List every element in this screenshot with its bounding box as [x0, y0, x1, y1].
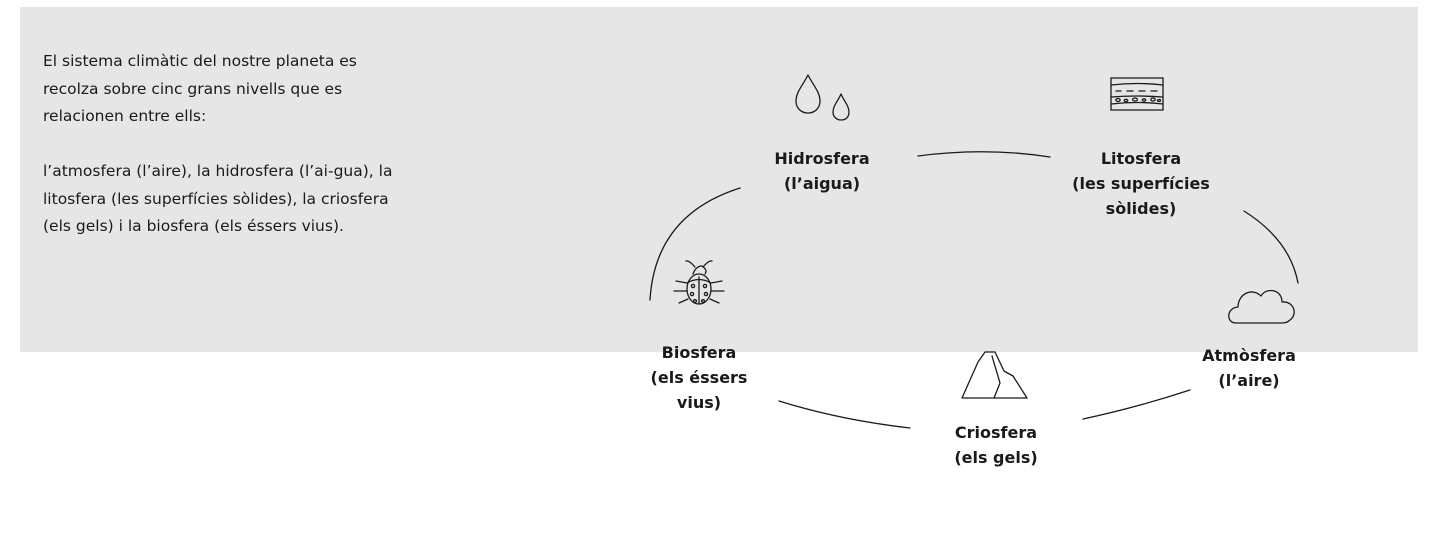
node-criosfera-name: Criosfera — [954, 423, 1038, 442]
ladybug-icon — [673, 260, 725, 305]
connector-criosfera-biosfera — [778, 400, 911, 429]
content-panel — [20, 7, 1418, 352]
iceberg-icon — [961, 351, 1028, 399]
node-biosfera: Biosfera (els éssers vius) — [651, 340, 748, 415]
node-hidrosfera: Hidrosfera (l’aigua) — [774, 146, 869, 196]
node-biosfera-desc-2: vius) — [676, 393, 722, 412]
node-litosfera-name: Litosfera — [1100, 149, 1182, 168]
node-litosfera-desc-2: sòlides) — [1105, 199, 1177, 218]
node-criosfera-desc: (els gels) — [954, 448, 1038, 467]
node-atmosfera-name: Atmòsfera — [1202, 346, 1296, 365]
node-atmosfera-desc: (l’aire) — [1218, 371, 1280, 390]
connector-litosfera-atmosfera — [1243, 210, 1299, 284]
node-atmosfera: Atmòsfera (l’aire) — [1202, 343, 1296, 393]
node-hidrosfera-desc: (l’aigua) — [783, 174, 861, 193]
node-biosfera-desc-1: (els éssers — [650, 368, 748, 387]
intro-text: El sistema climàtic del nostre planeta e… — [43, 48, 393, 241]
node-litosfera-desc-1: (les superfícies — [1072, 174, 1210, 193]
intro-paragraph-2: l’atmosfera (l’aire), la hidrosfera (l’a… — [43, 162, 393, 235]
intro-paragraph-1: El sistema climàtic del nostre planeta e… — [43, 52, 357, 125]
cloud-icon — [1228, 289, 1295, 324]
node-hidrosfera-name: Hidrosfera — [774, 149, 870, 168]
node-litosfera: Litosfera (les superfícies sòlides) — [1072, 146, 1210, 221]
connector-hidrosfera-litosfera — [917, 151, 1051, 158]
connector-atmosfera-criosfera — [1082, 389, 1191, 420]
node-biosfera-name: Biosfera — [661, 343, 737, 362]
rock-layers-icon — [1110, 77, 1164, 111]
connector-biosfera-hidrosfera — [649, 187, 741, 301]
node-criosfera: Criosfera (els gels) — [954, 420, 1037, 470]
water-drops-icon — [795, 74, 850, 121]
